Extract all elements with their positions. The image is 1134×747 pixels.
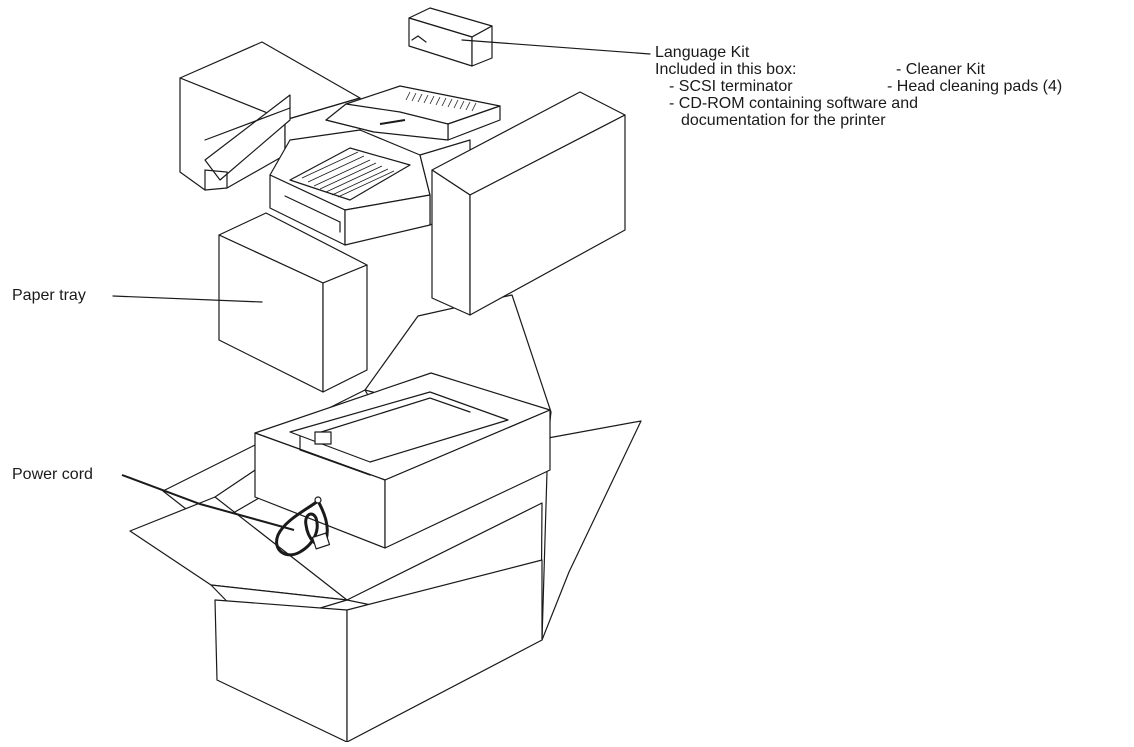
- left-foam-step: [204, 169, 228, 191]
- printer-output-tray: [289, 147, 411, 201]
- cdrom-item-line2: documentation for the printer: [681, 112, 886, 129]
- printer-tray-hatching: [301, 151, 395, 198]
- paper-tray-side: [322, 264, 368, 393]
- carton-right-flap: [541, 420, 642, 641]
- paper-tray-box: [218, 212, 368, 393]
- foam-insert-frame: [254, 372, 551, 549]
- power-cord-end: [314, 496, 322, 504]
- carton-front-right-side: [346, 559, 543, 743]
- language-kit-tab: [411, 35, 427, 43]
- left-foam-packing: [179, 41, 361, 191]
- printer-panel-button: [379, 119, 406, 125]
- scsi-terminator-item: - SCSI terminator: [669, 78, 793, 95]
- printer-base-slot: [284, 195, 341, 233]
- cdrom-item-line1: - CD-ROM containing software and: [669, 95, 918, 112]
- language-kit-label: Language Kit: [655, 44, 750, 61]
- power-cord-drawing: [275, 496, 331, 557]
- paper-tray-label: Paper tray: [12, 287, 86, 304]
- left-foam-ridge: [204, 107, 291, 141]
- foam-inner-wall: [299, 435, 371, 476]
- language-kit-leader: [461, 39, 651, 55]
- head-cleaning-pads-item: - Head cleaning pads (4): [887, 78, 1063, 95]
- right-foam-front: [431, 169, 471, 316]
- foam-inner-ledge: [317, 397, 471, 434]
- right-foam-side: [469, 114, 626, 316]
- included-heading: Included in this box:: [655, 61, 797, 78]
- paper-tray-leader: [112, 295, 263, 303]
- power-cord-leader: [121, 474, 295, 531]
- foam-frame-right-side: [384, 409, 551, 549]
- language-kit-box: [408, 7, 493, 67]
- right-foam-block: [431, 91, 626, 316]
- foam-frame-opening: [289, 391, 509, 463]
- printer-vent-hatching: [405, 91, 477, 112]
- carton-front-left-side: [214, 599, 348, 743]
- language-kit-side: [471, 25, 493, 67]
- printer-base-right: [344, 194, 431, 246]
- cleaner-kit-item: - Cleaner Kit: [896, 61, 985, 78]
- power-cord-label: Power cord: [12, 466, 93, 483]
- foam-tab: [314, 431, 332, 445]
- power-cord-plug: [311, 532, 331, 550]
